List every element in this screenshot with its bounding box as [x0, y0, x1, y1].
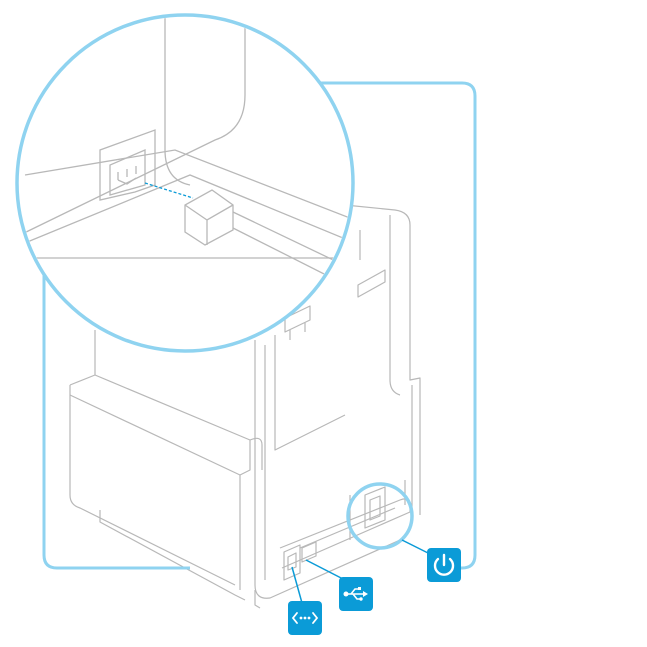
plug-alignment-dashed-line — [144, 182, 194, 199]
usb-icon — [339, 577, 373, 611]
magnifier-callout — [15, 13, 355, 353]
power-socket-icon — [109, 149, 146, 196]
power-plug-icon — [184, 189, 234, 246]
network-leader-line — [291, 566, 303, 604]
rear-panel-highlight-outline — [42, 81, 477, 570]
power-socket-highlight-ring — [346, 482, 414, 550]
usb-leader-line — [305, 559, 346, 581]
printer-line-art — [69, 204, 421, 609]
network-icon — [288, 601, 322, 635]
power-icon — [427, 548, 461, 582]
